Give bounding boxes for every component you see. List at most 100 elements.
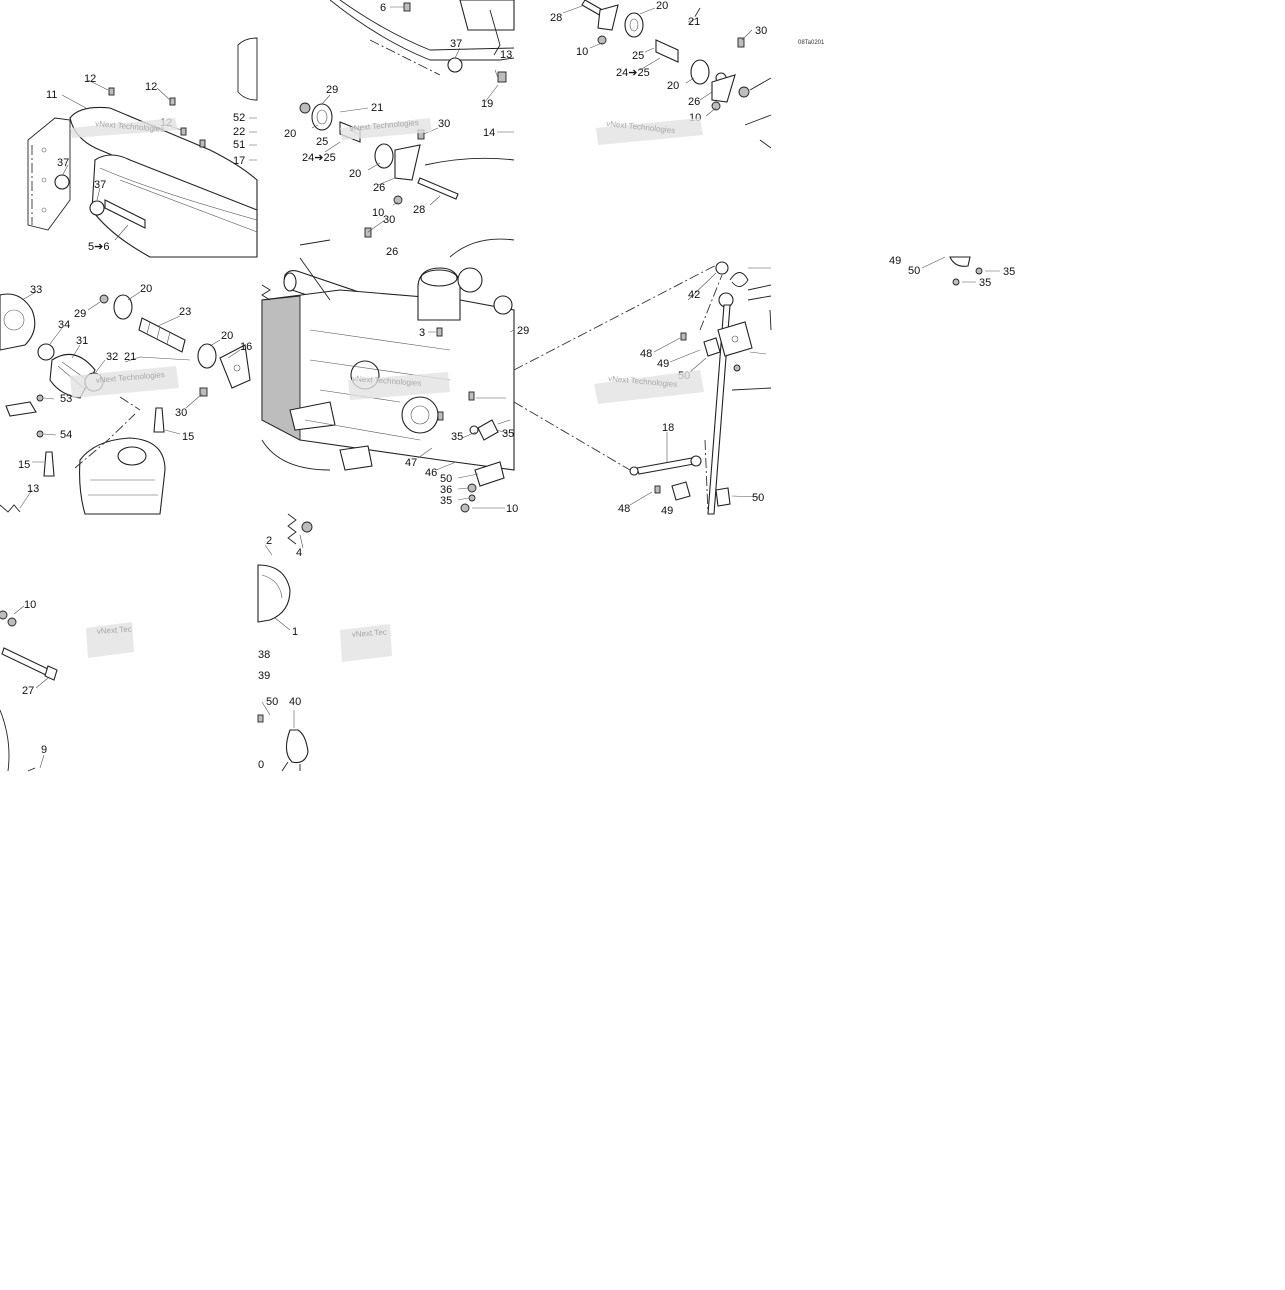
callout-label: 35: [451, 431, 463, 443]
nut-part: [7, 617, 17, 627]
frame-outline: [744, 77, 772, 149]
routing-line: [424, 157, 515, 166]
callout-label: 24➔25: [616, 67, 650, 79]
callout-label: 37: [57, 157, 69, 169]
mount-bracket-part: [711, 74, 736, 103]
callout-label: 9: [41, 744, 47, 756]
bracket-part: [5, 401, 37, 417]
callout-label: 31: [76, 335, 88, 347]
muffler-end-cap: [237, 37, 258, 101]
callout-label: 37: [450, 38, 462, 50]
callout-label: 27: [22, 685, 34, 697]
reference-code: 08Ta0201: [798, 40, 825, 46]
callout-label: 2: [266, 535, 272, 547]
callout-label: 6: [380, 2, 386, 14]
callout-label: 20: [284, 128, 296, 140]
engine-rib: [304, 329, 451, 441]
clamp-part: [37, 343, 55, 361]
watermark-shape: [340, 624, 392, 662]
knob-part: [285, 729, 309, 764]
callout-label: 4: [296, 547, 302, 559]
rubber-mount-part: [113, 294, 133, 320]
callout-label: 48: [640, 348, 652, 360]
screw-part: [468, 391, 475, 401]
clip-part: [703, 337, 721, 357]
linkage-arc: [731, 309, 772, 391]
spark-plug-part: [43, 451, 55, 477]
callout-label: 30: [175, 407, 187, 419]
watermark-shape: [348, 372, 450, 400]
exhaust-pipe-part: [104, 199, 146, 229]
nut-part: [733, 364, 741, 372]
cylinder-fin: [88, 479, 158, 496]
leader-lines: [921, 256, 1000, 283]
callout-label: 14: [483, 127, 495, 139]
watermark-shape: [340, 118, 432, 140]
callout-label: 10: [24, 599, 36, 611]
frame-bracket-part: [27, 117, 71, 231]
leader-lines: [417, 329, 515, 509]
callout-label: 29: [517, 325, 529, 337]
nut-part: [711, 101, 721, 111]
callout-label: 40: [289, 696, 301, 708]
callout-label: 37: [94, 179, 106, 191]
nut-part: [467, 483, 477, 493]
routing-dash: [689, 7, 701, 26]
knob-stem: [281, 761, 301, 772]
callout-label: 52: [233, 112, 245, 124]
callout-label: 1: [292, 626, 298, 638]
nut-part: [36, 430, 44, 438]
muffler-outlet-part: [459, 0, 515, 31]
diagram-tile-reference: 08Ta0201: [798, 40, 825, 46]
housing-outline: [0, 709, 10, 772]
callout-label: 29: [74, 308, 86, 320]
watermark-shape: [70, 118, 178, 138]
bracket-part: [489, 9, 501, 56]
muffler-rib: [119, 179, 258, 233]
watermark-shape: [86, 622, 134, 658]
mount-spacer-part: [655, 39, 679, 63]
leader-lines: [562, 5, 753, 117]
callout-label: 34: [58, 319, 70, 331]
callout-label: 35: [979, 277, 991, 289]
diagram-tile-fragment-right: 49 50 35 35: [889, 255, 1015, 289]
muffler-rib: [99, 167, 258, 221]
clip-part: [497, 71, 507, 83]
screw-part: [737, 37, 745, 48]
routing-dash: [513, 261, 723, 371]
bolt-part: [1, 647, 51, 677]
housing-rib: [261, 574, 283, 599]
leader-lines: [13, 605, 49, 769]
diagram-tile-engine-mounts-right: 28 20 21 30 10 25 24➔25 20 26 10 vNext T…: [550, 0, 772, 149]
callout-label: 30: [755, 25, 767, 37]
fastener-part: [27, 767, 36, 772]
callout-label: 23: [179, 306, 191, 318]
callout-label: 36: [440, 484, 452, 496]
screw-part: [257, 714, 264, 723]
ball-joint-part: [715, 261, 729, 275]
leader-lines: [19, 291, 241, 509]
muffler-body-part: [91, 154, 258, 258]
screw-part: [169, 97, 176, 106]
nut-part: [952, 278, 960, 286]
diagram-tile-lower-center: 2 4 1 38 39 50 40 0 vNext Tec: [257, 513, 392, 772]
callout-label: 3: [419, 327, 425, 339]
screw-part: [180, 127, 187, 136]
callout-label: 50: [440, 473, 452, 485]
mount-foot-part: [339, 445, 373, 471]
bracket-part: [747, 284, 772, 301]
housing-part: [257, 564, 291, 623]
rod-end-part: [629, 466, 639, 476]
callout-label: 30: [383, 214, 395, 226]
frame-tube-dashed: [369, 39, 441, 76]
watermark-text: vNext Tec: [352, 628, 388, 639]
grommet-part: [89, 200, 105, 216]
watermark-shape: [596, 118, 703, 145]
nut-part: [301, 521, 313, 533]
rod-end-part: [690, 455, 702, 467]
callout-label: 46: [425, 467, 437, 479]
frame-hole: [41, 177, 47, 183]
nut-part: [460, 503, 470, 513]
screw-part: [436, 327, 443, 337]
rubber-mount-part: [311, 103, 333, 131]
